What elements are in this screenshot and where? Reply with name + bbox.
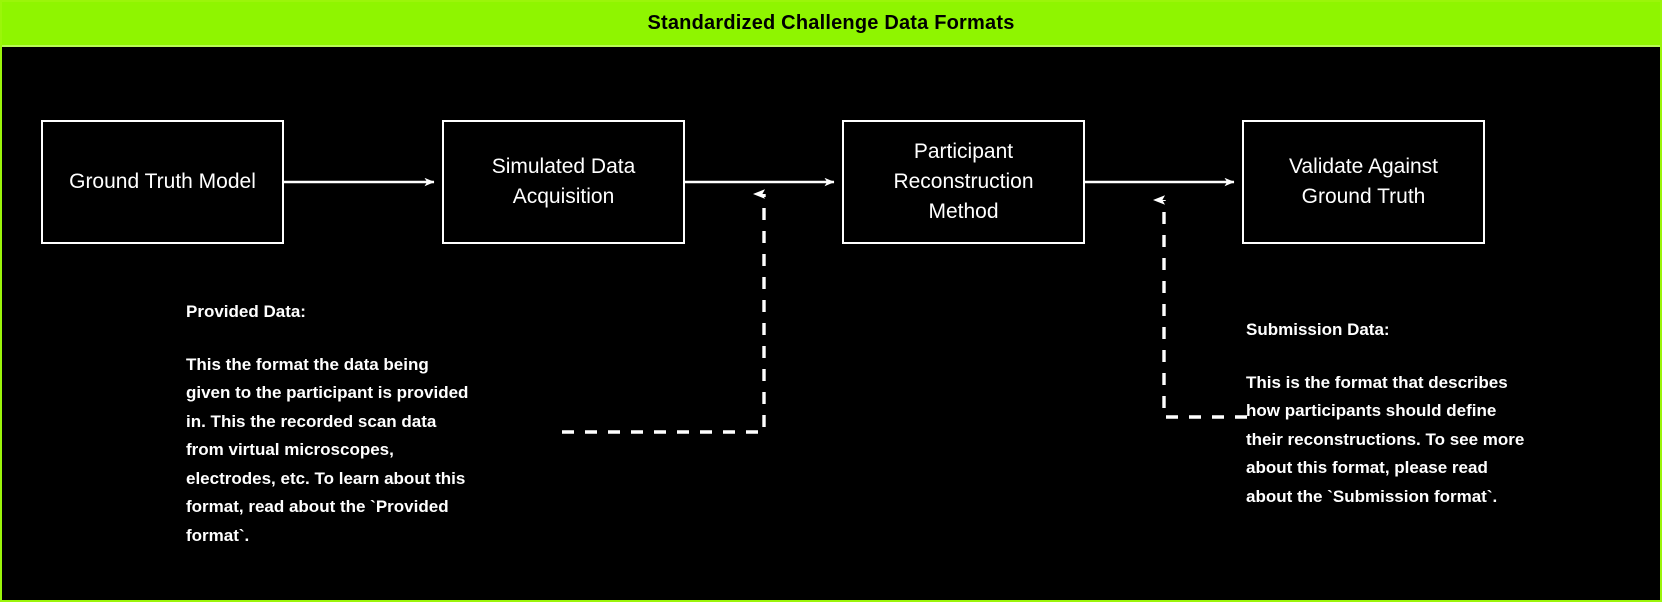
node-ground-truth-model[interactable]: Ground Truth Model: [41, 120, 284, 244]
node-label: Ground Truth Model: [69, 170, 256, 193]
note-submission-body: This is the format that describes how pa…: [1246, 372, 1525, 506]
node-label: Validate Against Ground Truth: [1288, 155, 1439, 208]
node-label: Simulated Data Acquisition: [491, 155, 636, 208]
note-provided-body: This the format the data being given to …: [186, 354, 469, 545]
node-participant-reconstruction-method[interactable]: Participant Reconstruction Method: [842, 120, 1085, 244]
note-submission-data: Submission Data: This is the format that…: [1246, 316, 1618, 511]
note-submission-title: Submission Data:: [1246, 320, 1390, 339]
page-title: Standardized Challenge Data Formats: [647, 12, 1015, 34]
diagram-title-bar: Standardized Challenge Data Formats: [2, 2, 1660, 47]
node-validate-against-ground-truth[interactable]: Validate Against Ground Truth: [1242, 120, 1485, 244]
node-simulated-data-acquisition[interactable]: Simulated Data Acquisition: [442, 120, 685, 244]
edge-submission-note-dashed: [1153, 195, 1247, 419]
node-label: Participant Reconstruction Method: [893, 140, 1034, 223]
note-provided-data: Provided Data: This the format the data …: [186, 298, 558, 550]
note-provided-title: Provided Data:: [186, 302, 306, 321]
